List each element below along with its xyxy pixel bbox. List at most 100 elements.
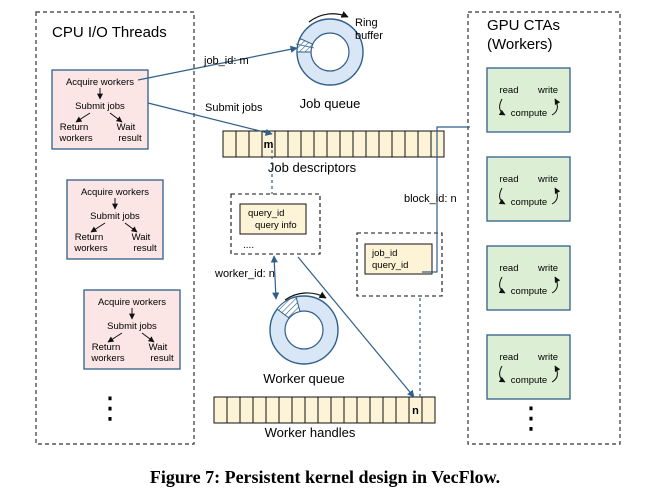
job-descriptor-entry: query_id query info ....: [230, 193, 321, 255]
cta-write-step: write: [537, 85, 558, 96]
wait-result-step: Wait: [132, 232, 151, 243]
handle-cell: [239, 396, 254, 424]
descriptor-cell: [300, 130, 315, 158]
gpu-more-ellipsis: ⋮: [516, 402, 546, 435]
cta-write-step: write: [537, 352, 558, 363]
descriptor-cell: [326, 130, 341, 158]
acquire-workers-step: Acquire workers: [66, 77, 134, 88]
job-descriptors-label: Job descriptors: [268, 160, 357, 175]
handle-cell: [226, 396, 241, 424]
worker-queue: Worker queue: [263, 291, 345, 386]
cta-write-step: write: [537, 263, 558, 274]
figure-caption: Figure 7: Persistent kernel design in Ve…: [150, 467, 500, 487]
handle-cell: [265, 396, 280, 424]
cta-compute-step: compute: [511, 286, 547, 297]
job-queue-label: Job queue: [300, 96, 361, 111]
entry-more-dots: ....: [243, 240, 254, 251]
handle-cell: [330, 396, 345, 424]
return-workers-step: Return: [60, 122, 89, 133]
return-workers-step-2: workers: [90, 353, 125, 364]
connectors: [137, 45, 470, 398]
descriptor-cell-marked: m: [264, 139, 274, 151]
handle-cell: [395, 396, 410, 424]
descriptor-cell: [391, 130, 406, 158]
handle-cell: n: [408, 396, 423, 424]
cta-compute-step: compute: [511, 197, 547, 208]
handle-cell: [382, 396, 397, 424]
job-queue-rotation-arrow: [308, 11, 349, 23]
handle-job-id: job_id: [371, 248, 397, 259]
worker-queue-rotation-arrow: [284, 291, 327, 301]
entry-query-info: query info: [255, 220, 297, 231]
worker-queue-label: Worker queue: [263, 371, 344, 386]
descriptor-cell: [352, 130, 367, 158]
descriptor-cell: [313, 130, 328, 158]
descriptor-cell: [248, 130, 263, 158]
handle-cell: [317, 396, 332, 424]
descriptor-cell: [339, 130, 354, 158]
handle-cell: [291, 396, 306, 424]
label-worker-id: worker_id: n: [214, 268, 275, 280]
cpu-more-ellipsis: ⋮: [95, 392, 125, 425]
worker-handle-entry: job_id query_id: [356, 232, 443, 297]
arrow-worker-id: [270, 255, 280, 300]
wait-result-step-2: result: [150, 353, 174, 364]
handle-cell-marked: n: [412, 405, 419, 417]
wait-result-step-2: result: [133, 243, 157, 254]
gpu-cta-box: read write compute: [486, 67, 571, 133]
descriptor-cell: [287, 130, 302, 158]
job-descriptors-array: m Job descriptors: [222, 130, 445, 175]
return-workers-step-2: workers: [58, 133, 93, 144]
descriptor-cell: [222, 130, 237, 158]
handle-cell: [343, 396, 358, 424]
label-block-id: block_id: n: [404, 193, 457, 205]
gpu-cta-list: read write compute read write compute read writ…: [486, 67, 571, 400]
handle-cell: [421, 396, 436, 424]
handle-query-id: query_id: [372, 260, 408, 271]
cta-compute-step: compute: [511, 108, 547, 119]
arrow-entry-to-handle: [297, 256, 415, 398]
entry-query-id: query_id: [248, 208, 284, 219]
acquire-workers-step: Acquire workers: [98, 297, 166, 308]
gpu-cta-box: read write compute: [486, 245, 571, 311]
label-submit-jobs: Submit jobs: [205, 102, 263, 114]
descriptor-cell: [417, 130, 432, 158]
descriptor-cell: m: [261, 130, 276, 158]
label-job-id: job_id: m: [203, 55, 249, 67]
ring-buffer-label-1: Ring: [355, 17, 378, 29]
ring-buffer-label-2: buffer: [355, 30, 383, 42]
job-queue: Ring buffer Job queue: [295, 11, 383, 111]
handle-cell: [369, 396, 384, 424]
wait-result-step-2: result: [118, 133, 142, 144]
cta-write-step: write: [537, 174, 558, 185]
cpu-panel-title: CPU I/O Threads: [52, 24, 167, 41]
cta-read-step: read: [499, 263, 518, 274]
gpu-panel-subtitle: (Workers): [487, 36, 553, 53]
arrow-block-id: [422, 126, 470, 273]
handle-cell: [213, 396, 228, 424]
worker-queue-slot: [276, 296, 301, 319]
descriptor-cell: [365, 130, 380, 158]
return-workers-step: Return: [92, 342, 121, 353]
cta-read-step: read: [499, 352, 518, 363]
cta-read-step: read: [499, 85, 518, 96]
acquire-workers-step: Acquire workers: [81, 187, 149, 198]
wait-result-step: Wait: [117, 122, 136, 133]
arrow-submit-jobs: [147, 102, 273, 136]
handle-cell: [278, 396, 293, 424]
descriptor-cell: [378, 130, 393, 158]
descriptor-cell: [235, 130, 250, 158]
descriptor-cell: [274, 130, 289, 158]
worker-handles-label: Worker handles: [265, 425, 356, 440]
submit-jobs-step: Submit jobs: [107, 321, 157, 332]
submit-jobs-step: Submit jobs: [75, 101, 125, 112]
return-workers-step: Return: [75, 232, 104, 243]
